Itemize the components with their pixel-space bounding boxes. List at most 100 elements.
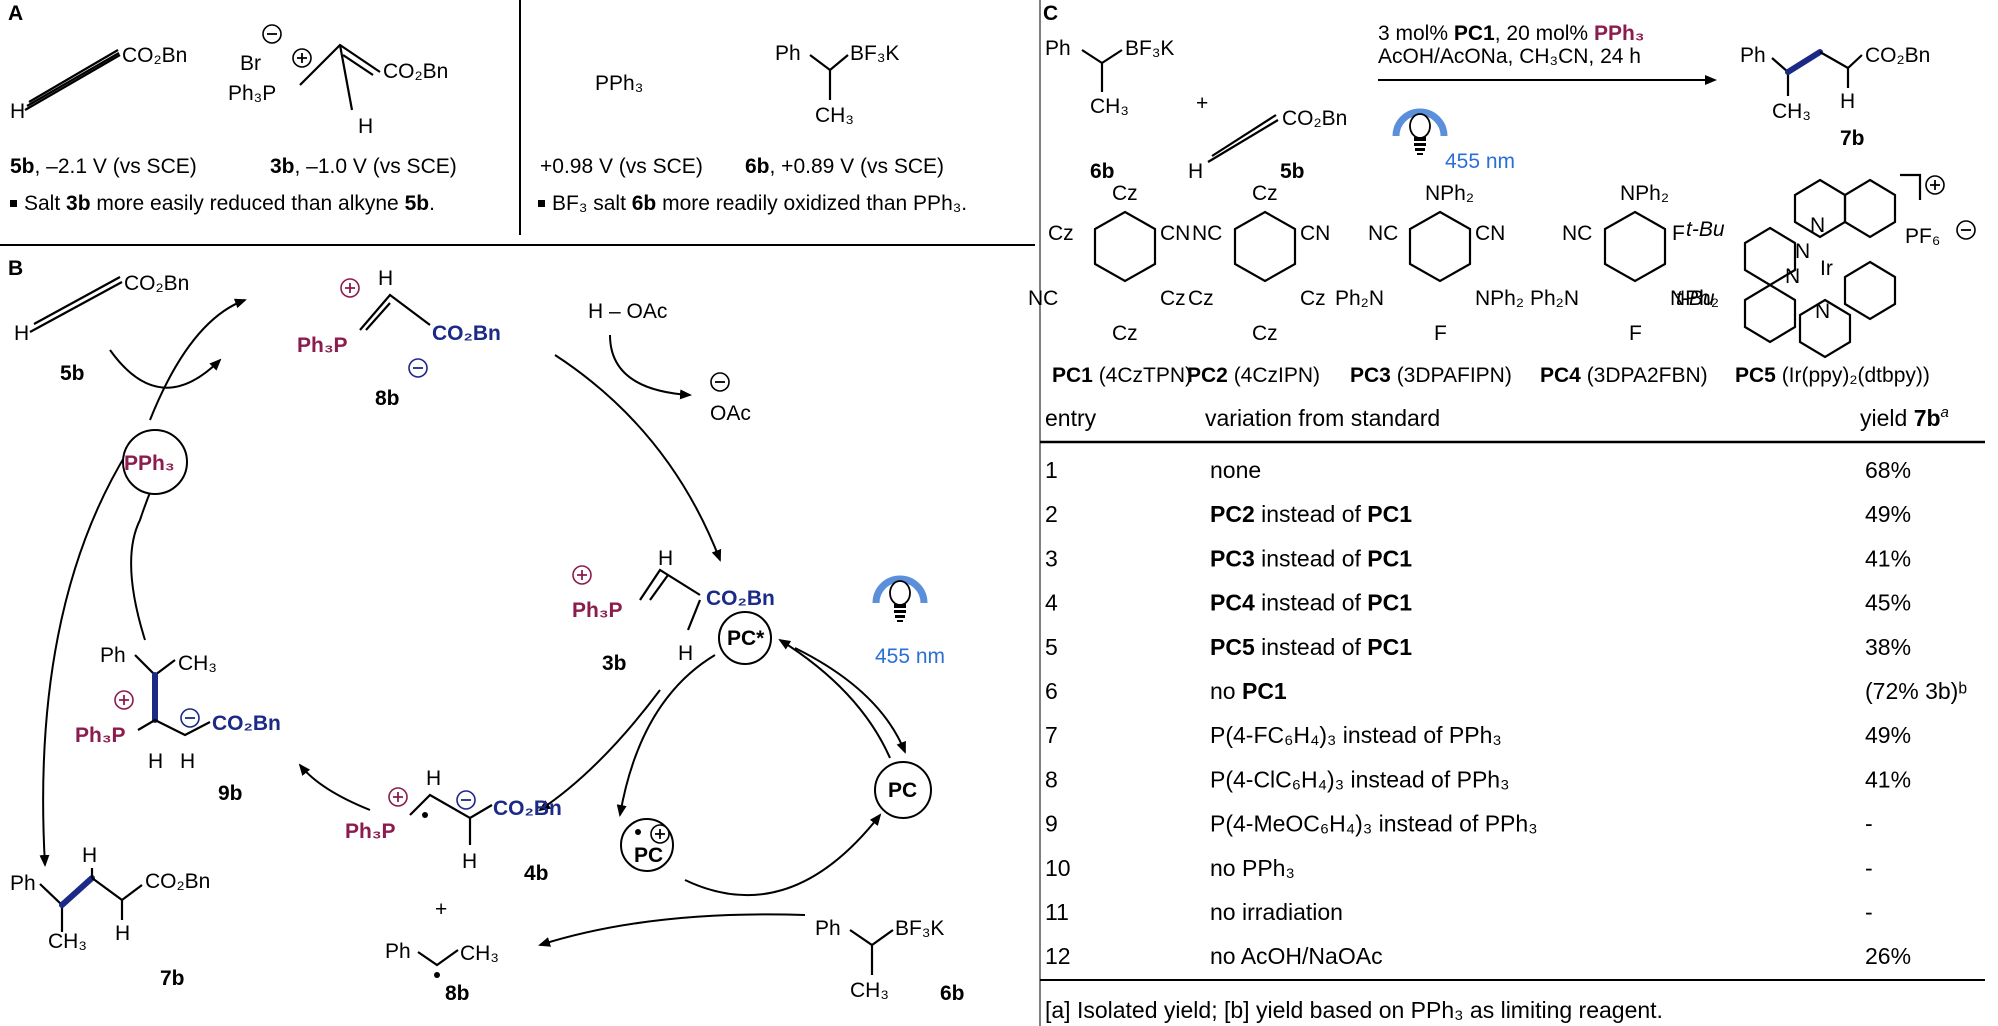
cell-variation: P(4-FC₆H₄)₃ instead of PPh₃ xyxy=(1210,722,1502,748)
int8b-sub: CO₂Bn xyxy=(432,322,501,345)
pc4-nc: NC xyxy=(1562,222,1592,245)
pc4-f-right: F xyxy=(1672,222,1685,245)
int4b-h2: H xyxy=(462,850,477,873)
radical-dot-icon xyxy=(635,829,641,835)
c-label-5b: 5b xyxy=(1280,160,1305,183)
int3b-sub: CO₂Bn xyxy=(706,587,775,610)
cell-entry: 4 xyxy=(1045,590,1058,616)
cell-variation: P(4-MeOC₆H₄)₃ instead of PPh₃ xyxy=(1210,811,1538,837)
alkyne-h: H xyxy=(10,100,25,123)
int8b-ph3p: Ph₃P xyxy=(297,334,348,357)
pc2-caption: PC2 (4CzIPN) xyxy=(1187,364,1320,387)
int8b-h: H xyxy=(378,267,393,290)
b-label-5b: 5b xyxy=(60,362,85,385)
alkyne-substituent: CO₂Bn xyxy=(122,44,187,67)
caption-6b: 6b, +0.89 V (vs SCE) xyxy=(745,155,944,178)
arrow-4b-to-9b xyxy=(298,763,371,811)
int3b-h2: H xyxy=(678,642,693,665)
cell-variation: no irradiation xyxy=(1210,899,1343,925)
salt-substituent: CO₂Bn xyxy=(383,60,448,83)
b-intermediate-8b: Ph₃P H CO₂Bn 8b xyxy=(297,267,501,410)
cell-yield: 41% xyxy=(1865,545,1911,571)
pc3-nc: NC xyxy=(1368,222,1398,245)
cell-variation: no PC1 xyxy=(1210,678,1287,704)
c-label-6b: 6b xyxy=(1090,160,1115,183)
pc4-nph2-right: NPh₂ xyxy=(1670,287,1719,310)
table-header-entry: entry xyxy=(1045,405,1097,431)
int9b-ch3: CH₃ xyxy=(178,652,217,675)
cell-variation: PC5 instead of PC1 xyxy=(1210,634,1412,660)
b-label-7b: 7b xyxy=(160,967,185,990)
c-prod-sub: CO₂Bn xyxy=(1865,44,1930,67)
arrow-5b-to-8b xyxy=(109,349,222,389)
int3b-h: H xyxy=(658,547,673,570)
cell-yield: 68% xyxy=(1865,457,1911,483)
pc2-cn: CN xyxy=(1300,222,1330,245)
pc5-tbu-bottom: t-Bu xyxy=(1676,287,1715,310)
cell-variation: PC2 instead of PC1 xyxy=(1210,501,1412,527)
table-row: 8 P(4-ClC₆H₄)₃ instead of PPh₃ 41% xyxy=(1045,766,1911,792)
pc3-cn: CN xyxy=(1475,222,1505,245)
cell-entry: 3 xyxy=(1045,545,1058,571)
prod-h: H xyxy=(82,844,97,867)
pc5-ir: Ir xyxy=(1820,257,1833,280)
c-condition-line1: 3 mol% PC1, 20 mol% PPh₃ xyxy=(1378,22,1645,45)
c-6b-grp: BF₃K xyxy=(1125,37,1174,60)
b-label-8b-radical: 8b xyxy=(445,982,470,1005)
salt-h: H xyxy=(358,115,373,138)
cell-yield: - xyxy=(1865,855,1873,881)
pc4-nph2-top: NPh₂ xyxy=(1620,182,1669,205)
cell-yield: (72% 3b)ᵇ xyxy=(1865,678,1967,704)
pc3-caption: PC3 (3DPAFIPN) xyxy=(1350,364,1512,387)
cell-yield: 41% xyxy=(1865,766,1911,792)
pc-ground-node xyxy=(874,761,932,819)
int9b-h2: H xyxy=(180,750,195,773)
pc5-n3: N xyxy=(1785,265,1800,288)
b-alkyne-5b: CO₂Bn H 5b xyxy=(14,272,189,385)
pc-ground-label: PC xyxy=(888,779,917,802)
panel-label-c: C xyxy=(1043,2,1058,25)
arrow-9b-to-pph3 xyxy=(130,468,161,641)
alkyne-5b-structure: CO₂Bn H xyxy=(10,44,187,123)
b-bf3-ph: Ph xyxy=(815,917,841,940)
note-left: Salt 3b more easily reduced than alkyne … xyxy=(24,192,435,215)
c-wavelength: 455 nm xyxy=(1445,150,1515,173)
bf3-salt-6b-structure: Ph BF₃K CH₃ xyxy=(775,42,899,127)
caption-3b: 3b, –1.0 V (vs SCE) xyxy=(270,155,457,178)
c-label-7b: 7b xyxy=(1840,127,1865,150)
arrow-hoac xyxy=(609,334,692,400)
pc2-cz-left: Cz xyxy=(1188,287,1214,310)
pc2-structure: Cz NC CN Cz Cz Cz xyxy=(1188,182,1330,345)
pc2-nc: NC xyxy=(1192,222,1222,245)
b-salt-3b: Ph₃P H CO₂Bn H 3b xyxy=(572,547,775,675)
cell-entry: 1 xyxy=(1045,457,1058,483)
cell-entry: 5 xyxy=(1045,634,1058,660)
int9b-ph3p: Ph₃P xyxy=(75,724,126,747)
b-pph3-label: PPh₃ xyxy=(124,452,175,475)
pph3-structure: PPh₃ xyxy=(595,72,643,95)
b-bf3-salt-6b: Ph BF₃K CH₃ 6b xyxy=(815,917,965,1005)
arrow-6b-to-radical xyxy=(538,913,806,947)
c-condition-line2: AcOH/AcONa, CH₃CN, 24 h xyxy=(1378,45,1641,68)
pc5-tbu-top: t-Bu xyxy=(1686,218,1725,241)
cell-yield: 45% xyxy=(1865,590,1911,616)
cell-yield: - xyxy=(1865,899,1873,925)
cell-variation: P(4-ClC₆H₄)₃ instead of PPh₃ xyxy=(1210,766,1509,792)
b-wavelength: 455 nm xyxy=(875,645,945,668)
salt-3b-structure: Br Ph₃P CO₂Bn H xyxy=(228,24,448,138)
caption-pph3: +0.98 V (vs SCE) xyxy=(540,155,703,178)
int4b-ph3p: Ph₃P xyxy=(345,820,396,843)
pc4-f-bottom: F xyxy=(1629,322,1642,345)
bf3-ch3: CH₃ xyxy=(815,104,854,127)
prod-ph: Ph xyxy=(10,872,36,895)
cell-variation: no PPh₃ xyxy=(1210,855,1295,881)
cell-variation: PC3 instead of PC1 xyxy=(1210,545,1412,571)
cell-entry: 7 xyxy=(1045,722,1058,748)
table-header-variation: variation from standard xyxy=(1205,405,1440,431)
c-prod-ph: Ph xyxy=(1740,44,1766,67)
prod-ch3: CH₃ xyxy=(48,930,87,953)
cell-entry: 8 xyxy=(1045,766,1058,792)
